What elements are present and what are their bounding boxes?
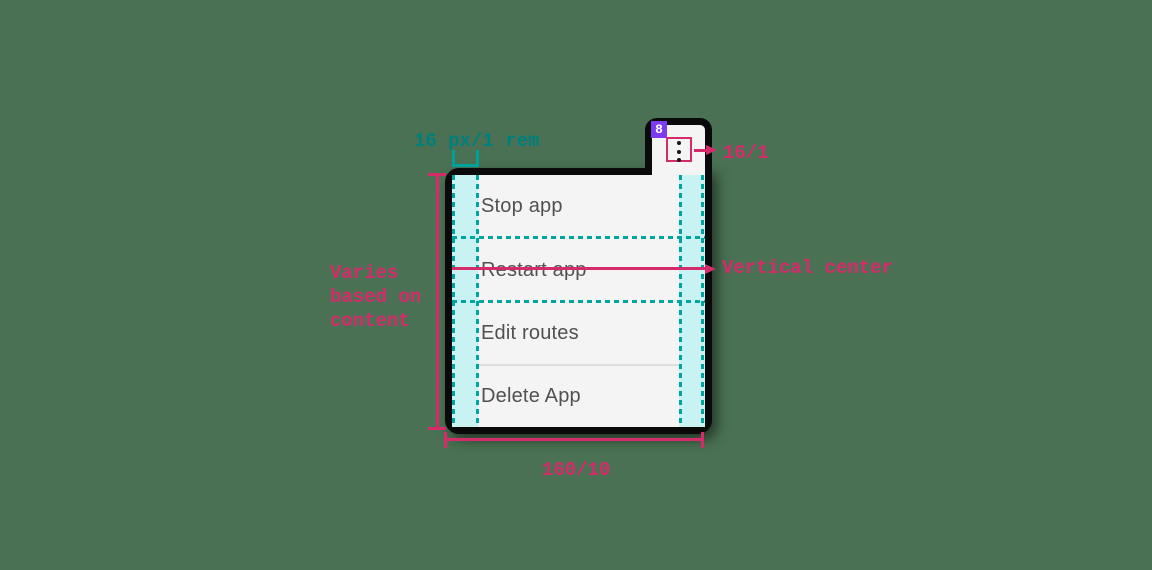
row-dashed-guide: [452, 300, 705, 303]
height-label: Varies based on content: [330, 262, 422, 332]
overflow-menu-icon[interactable]: [677, 141, 681, 162]
vertical-center-arrow: [705, 264, 716, 274]
overflow-menu-inner: Stop app Restart app Edit routes Delete …: [452, 175, 705, 427]
vertical-center-line: [452, 267, 707, 270]
trigger-size-leader-line: [694, 149, 709, 152]
width-label: 160/10: [542, 459, 611, 481]
width-measure-cap-left: [444, 432, 447, 448]
menu-item-stop-app[interactable]: Stop app: [452, 175, 705, 238]
trigger-size-arrow: [706, 145, 717, 155]
width-measure-cap-right: [701, 432, 704, 448]
height-measure-cap-top: [428, 173, 446, 176]
width-measure-line: [445, 438, 704, 441]
menu-divider: [476, 364, 682, 366]
vertical-center-label: Vertical center: [722, 257, 894, 279]
height-measure-line: [436, 176, 439, 430]
menu-item-label: Restart app: [481, 259, 587, 282]
menu-item-label: Stop app: [481, 195, 563, 217]
spacing-token-badge: 8: [651, 121, 667, 138]
row-dashed-guide: [452, 236, 705, 239]
badge-label: 8: [655, 122, 663, 137]
spacing-label: 16 px/1 rem: [414, 130, 540, 152]
menu-item-restart-app[interactable]: Restart app: [452, 238, 705, 302]
spacing-bracket: [452, 150, 479, 167]
menu-item-delete-app[interactable]: Delete App: [452, 365, 705, 427]
menu-item-edit-routes[interactable]: Edit routes: [452, 302, 705, 365]
menu-item-label: Edit routes: [481, 322, 579, 344]
height-measure-cap-bottom: [428, 427, 446, 430]
menu-item-label: Delete App: [481, 385, 581, 407]
overflow-menu-panel: Stop app Restart app Edit routes Delete …: [445, 168, 712, 434]
trigger-size-label: 16/1: [723, 142, 769, 164]
